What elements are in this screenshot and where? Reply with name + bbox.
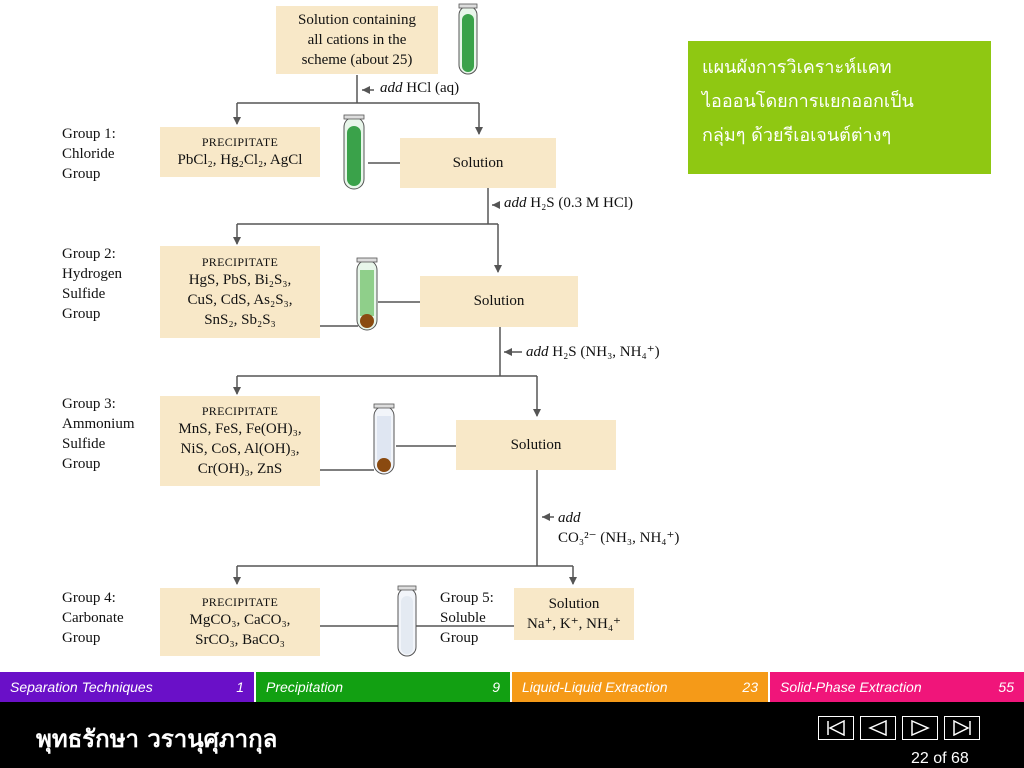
group2-solution-box: Solution <box>420 276 578 327</box>
reagent-4-text: CO₃²⁻ (NH₃, NH₄⁺) <box>558 530 680 546</box>
section-nav-bar: Separation Techniques 1 Precipitation 9 … <box>0 672 1024 702</box>
group1-label-line: Group 1: <box>62 126 116 142</box>
solution-label: Solution <box>510 436 562 453</box>
precipitate-title: PRECIPITATE <box>201 403 279 418</box>
group5-label-line: Soluble <box>440 610 486 626</box>
nav-item-page: 9 <box>492 679 500 695</box>
group5-label-line: Group <box>440 630 479 646</box>
author-name: พุทธรักษา วรานุศุภากุล <box>36 725 278 753</box>
group2-label-line: Sulfide <box>62 286 106 302</box>
test-tube-group1 <box>343 114 365 190</box>
reagent-3: add H₂S (NH₃, NH₄⁺) <box>526 342 660 361</box>
nav-item-page: 23 <box>742 679 758 695</box>
nav-item-page: 55 <box>998 679 1014 695</box>
group3-label-line: Group 3: <box>62 396 116 412</box>
reagent-1: add HCl (aq) <box>380 80 459 97</box>
prev-page-icon <box>868 720 887 736</box>
reagent-2: add H₂S (0.3 M HCl) <box>504 195 633 212</box>
group1-label: Group 1: Chloride Group <box>62 124 116 184</box>
note-line: ไอออนโดยการแยกออกเป็น <box>702 91 914 112</box>
starting-solution-box: Solution containing all cations in the s… <box>276 6 438 74</box>
solution-label: Solution <box>548 596 600 612</box>
group1-solution-box: Solution <box>400 138 556 188</box>
group4-precipitate-box: PRECIPITATE MgCO₃, CaCO₃, SrCO₃, BaCO₃ <box>160 588 320 656</box>
precipitate-line: NiS, CoS, Al(OH)₃, <box>180 440 300 457</box>
group5-label: Group 5: Soluble Group <box>440 588 494 648</box>
group3-solution-box: Solution <box>456 420 616 470</box>
reagent-1-add: add <box>380 80 403 96</box>
group3-label: Group 3: Ammonium Sulfide Group <box>62 394 135 474</box>
precipitate-line: MgCO₃, CaCO₃, <box>189 611 291 628</box>
next-page-button[interactable] <box>902 716 938 740</box>
last-page-button[interactable] <box>944 716 980 740</box>
group4-label-line: Carbonate <box>62 610 124 626</box>
first-page-icon <box>827 720 845 736</box>
flow-lines <box>233 3 577 657</box>
group3-precipitate-box: PRECIPITATE MnS, FeS, Fe(OH)₃, NiS, CoS,… <box>160 396 320 486</box>
precipitate-line: SnS₂, Sb₂S₃ <box>204 311 276 328</box>
group2-label: Group 2: Hydrogen Sulfide Group <box>62 244 122 324</box>
test-tube-group3 <box>373 403 395 475</box>
group2-label-line: Hydrogen <box>62 266 122 282</box>
next-page-icon <box>911 720 930 736</box>
reagent-3-add: add <box>526 344 549 360</box>
reagent-4-add: add <box>558 510 581 526</box>
top-box-line2: all cations in the <box>307 32 407 48</box>
nav-liquid-liquid-extraction[interactable]: Liquid-Liquid Extraction 23 <box>512 672 770 702</box>
note-line: กลุ่มๆ ด้วยรีเอเจนต์ต่างๆ <box>702 125 892 146</box>
precipitate-title: PRECIPITATE <box>201 134 279 149</box>
group4-label: Group 4: Carbonate Group <box>62 588 124 648</box>
solution-label: Solution <box>473 293 525 309</box>
group4-label-line: Group 4: <box>62 590 116 606</box>
group2-label-line: Group <box>62 306 101 322</box>
nav-item-label: Separation Techniques <box>10 679 153 695</box>
group1-label-line: Group <box>62 166 101 182</box>
group1-precipitate-box: PRECIPITATE PbCl₂, Hg₂Cl₂, AgCl <box>160 127 320 177</box>
reagent-1-text: HCl (aq) <box>406 80 460 96</box>
precipitate-title: PRECIPITATE <box>201 254 279 269</box>
precipitate-line: Cr(OH)₃, ZnS <box>197 460 283 477</box>
precipitate-line: CuS, CdS, As₂S₃, <box>187 291 293 308</box>
group3-label-line: Ammonium <box>62 416 135 432</box>
precipitate-title: PRECIPITATE <box>201 594 279 609</box>
page-indicator: 22 of 68 <box>911 750 969 767</box>
reagent-2-add: add <box>504 195 527 211</box>
thai-note-box: แผนผังการวิเคราะห์แคท ไอออนโดยการแยกออกเ… <box>688 41 991 174</box>
slide-navigation <box>818 716 986 740</box>
top-box-line1: Solution containing <box>298 12 416 28</box>
nav-precipitation[interactable]: Precipitation 9 <box>256 672 512 702</box>
group3-label-line: Group <box>62 456 101 472</box>
test-tube-group2 <box>356 257 378 331</box>
group5-solution-box: Solution Na⁺, K⁺, NH₄⁺ <box>514 588 634 640</box>
precipitate-line: PbCl₂, Hg₂Cl₂, AgCl <box>177 151 303 168</box>
nav-item-label: Solid-Phase Extraction <box>780 679 922 695</box>
note-line: แผนผังการวิเคราะห์แคท <box>702 57 892 78</box>
group1-label-line: Chloride <box>62 146 115 162</box>
solution-label: Solution <box>452 154 504 171</box>
group4-label-line: Group <box>62 630 101 646</box>
nav-separation-techniques[interactable]: Separation Techniques 1 <box>0 672 256 702</box>
reagent-4: add CO₃²⁻ (NH₃, NH₄⁺) <box>558 508 679 548</box>
test-tube-top <box>458 3 478 75</box>
nav-item-label: Precipitation <box>266 679 344 695</box>
last-page-icon <box>953 720 971 736</box>
precipitate-line: HgS, PbS, Bi₂S₃, <box>188 271 292 288</box>
group2-precipitate-box: PRECIPITATE HgS, PbS, Bi₂S₃, CuS, CdS, A… <box>160 246 320 338</box>
first-page-button[interactable] <box>818 716 854 740</box>
nav-item-label: Liquid-Liquid Extraction <box>522 679 668 695</box>
group3-label-line: Sulfide <box>62 436 106 452</box>
top-box-line3: scheme (about 25) <box>301 52 413 68</box>
group5-label-line: Group 5: <box>440 590 494 606</box>
prev-page-button[interactable] <box>860 716 896 740</box>
reagent-2-text: H₂S (0.3 M HCl) <box>530 195 633 211</box>
test-tube-group5 <box>397 585 417 657</box>
precipitate-line: SrCO₃, BaCO₃ <box>195 631 285 648</box>
reagent-3-text: H₂S (NH₃, NH₄⁺) <box>552 344 660 360</box>
nav-item-page: 1 <box>236 679 244 695</box>
precipitate-line: MnS, FeS, Fe(OH)₃, <box>178 420 302 437</box>
group2-label-line: Group 2: <box>62 246 116 262</box>
nav-solid-phase-extraction[interactable]: Solid-Phase Extraction 55 <box>770 672 1024 702</box>
group5-ions: Na⁺, K⁺, NH₄⁺ <box>527 616 621 632</box>
